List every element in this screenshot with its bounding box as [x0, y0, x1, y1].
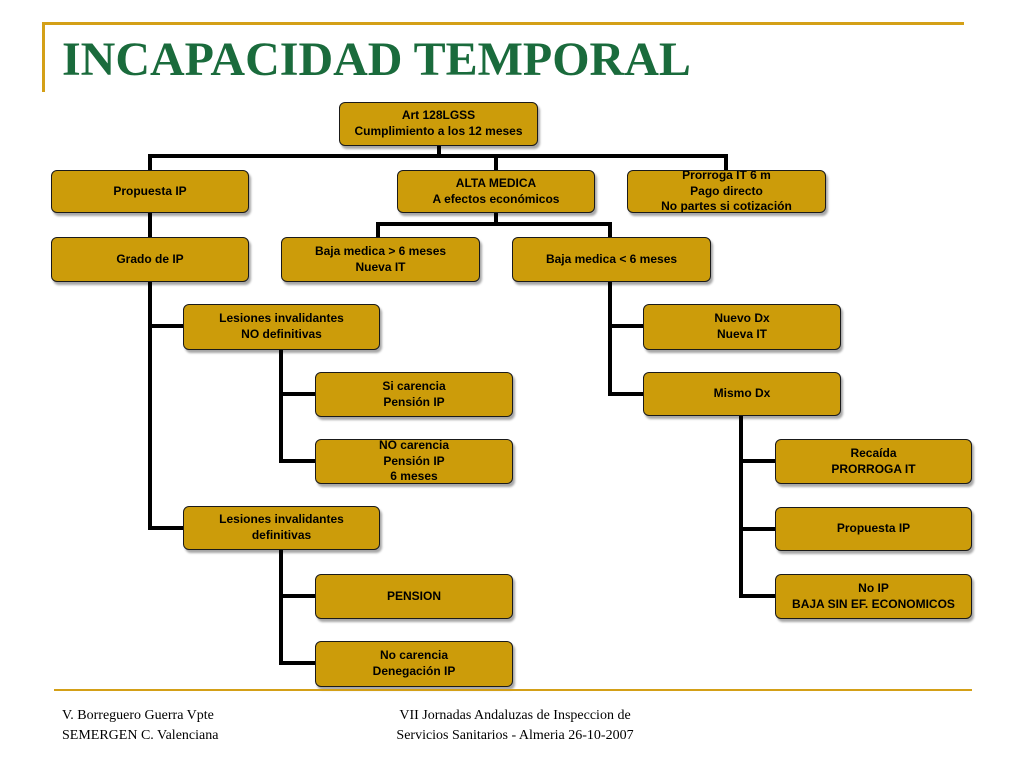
node-baja-mayor-6-meses: Baja medica > 6 meses Nueva IT	[281, 237, 480, 282]
decorative-top-rule	[42, 22, 964, 25]
connector-lesiones-def-children	[279, 548, 317, 665]
decorative-vertical-rule	[42, 22, 45, 92]
node-grado-ip: Grado de IP	[51, 237, 249, 282]
node-lesiones-definitivas: Lesiones invalidantes definitivas	[183, 506, 380, 550]
node-no-carencia-pension: NO carencia Pensión IP 6 meses	[315, 439, 513, 484]
footer-divider	[54, 689, 972, 691]
node-propuesta-ip: Propuesta IP	[51, 170, 249, 213]
node-art-128-lgss: Art 128LGSS Cumplimiento a los 12 meses	[339, 102, 538, 146]
node-prorroga-it: Prorroga IT 6 m Pago directo No partes s…	[627, 170, 826, 213]
connector-bajamenor-children	[608, 280, 645, 396]
node-no-ip: No IP BAJA SIN EF. ECONOMICOS	[775, 574, 972, 619]
connector-root-level1	[148, 144, 728, 172]
slide-title: INCAPACIDAD TEMPORAL	[62, 33, 691, 86]
node-pension: PENSION	[315, 574, 513, 619]
node-baja-menor-6-meses: Baja medica < 6 meses	[512, 237, 711, 282]
node-lesiones-no-definitivas: Lesiones invalidantes NO definitivas	[183, 304, 380, 350]
connector-alta-bajas	[376, 211, 612, 239]
connector-lesiones-nodef-children	[279, 348, 317, 463]
node-mismo-dx: Mismo Dx	[643, 372, 841, 416]
connector-grado-lesiones	[148, 280, 185, 530]
node-no-carencia-denegacion: No carencia Denegación IP	[315, 641, 513, 687]
node-propuesta-ip-2: Propuesta IP	[775, 507, 972, 551]
node-alta-medica: ALTA MEDICA A efectos económicos	[397, 170, 595, 213]
footer-author: V. Borreguero Guerra Vpte SEMERGEN C. Va…	[62, 708, 219, 744]
node-si-carencia: Si carencia Pensión IP	[315, 372, 513, 417]
node-recaida: Recaída PRORROGA IT	[775, 439, 972, 484]
connector-mismodx-children	[739, 414, 777, 598]
footer-event: VII Jornadas Andaluzas de Inspeccion de …	[396, 708, 634, 744]
node-nuevo-dx: Nuevo Dx Nueva IT	[643, 304, 841, 350]
